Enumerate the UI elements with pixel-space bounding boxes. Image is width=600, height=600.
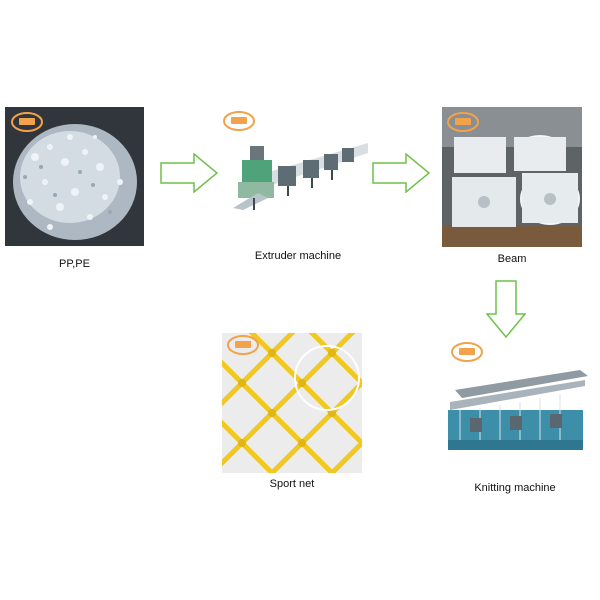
beam-photo [442,107,582,247]
sport-net-image [222,333,362,473]
company-logo-icon [446,110,480,134]
step-caption: Knitting machine [474,482,556,494]
knitting-machine-image [448,370,588,450]
step-caption: Beam [497,253,527,265]
knitting-machine-photo [440,362,590,454]
flow-arrow-right-icon [372,153,430,193]
company-logo-icon [222,109,256,133]
flow-arrow-right-icon [160,153,218,193]
beam-image [442,107,582,247]
company-logo-icon [450,340,484,364]
company-logo-icon [10,110,44,134]
step-caption: Extruder machine [254,250,342,262]
extruder-image [233,143,368,210]
extruder-photo [228,138,368,213]
step-caption: PP,PE [59,258,90,270]
step-caption: Sport net [269,478,315,490]
flow-arrow-down-icon [486,280,526,338]
sport-net-photo [222,333,362,473]
company-logo-icon [226,333,260,357]
